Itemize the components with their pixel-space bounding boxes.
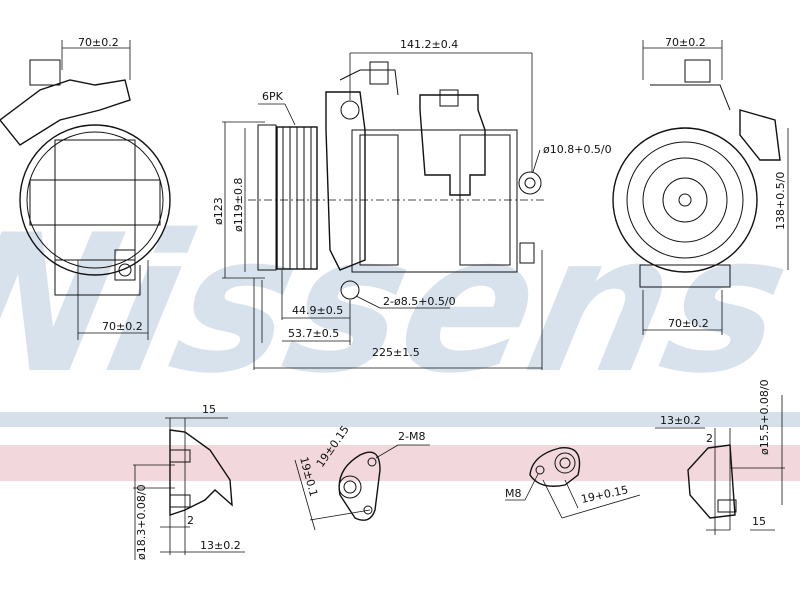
- port-flange-a: [294, 444, 430, 531]
- label-flange-a-thread: 2-M8: [398, 430, 425, 443]
- blue-band: [0, 412, 800, 427]
- dim-left-port-diameter: ø18.3+0.08/0: [135, 484, 148, 560]
- dim-left-port-step: 2: [187, 514, 194, 527]
- dim-right-port-diameter: ø15.5+0.08/0: [758, 379, 771, 455]
- dim-right-port-width: 15: [752, 515, 766, 528]
- port-detail-left: [133, 417, 245, 560]
- dim-left-top-width: 70±0.2: [78, 36, 119, 49]
- dim-left-port-width: 15: [202, 403, 216, 416]
- front-view-left: [0, 40, 171, 340]
- dim-mount-hole: ø10.8+0.5/0: [543, 143, 612, 156]
- dim-right-port-offset: 13±0.2: [660, 414, 701, 427]
- dim-left-port-offset: 13±0.2: [200, 539, 241, 552]
- port-flange-b: [505, 447, 641, 519]
- dim-right-top-width: 70±0.2: [665, 36, 706, 49]
- dim-mount-spacing: 141.2±0.4: [400, 38, 458, 51]
- dim-left-bottom-width: 70±0.2: [102, 320, 143, 333]
- label-flange-b-thread: M8: [505, 487, 522, 500]
- dim-right-bottom-width: 70±0.2: [668, 317, 709, 330]
- pink-band: [0, 445, 800, 481]
- watermark-logo: Nissens: [0, 195, 800, 416]
- dim-44-9: 44.9±0.5: [292, 304, 343, 317]
- dim-bolt-holes: 2-ø8.5+0.5/0: [383, 295, 456, 308]
- port-detail-right: [655, 395, 785, 535]
- dim-right-port-step: 2: [706, 432, 713, 445]
- dim-overall-length: 225±1.5: [372, 346, 420, 359]
- dim-pulley-groove: ø119±0.8: [232, 178, 245, 232]
- label-pulley-6pk: 6PK: [262, 90, 284, 103]
- dim-right-height: 138+0.5/0: [774, 172, 787, 230]
- dim-pulley-outer: ø123: [212, 197, 225, 225]
- dim-53-7: 53.7±0.5: [288, 327, 339, 340]
- dim-flange-b-19: 19+0.15: [580, 483, 629, 506]
- side-view: [222, 52, 545, 370]
- rear-view-right: [612, 40, 789, 335]
